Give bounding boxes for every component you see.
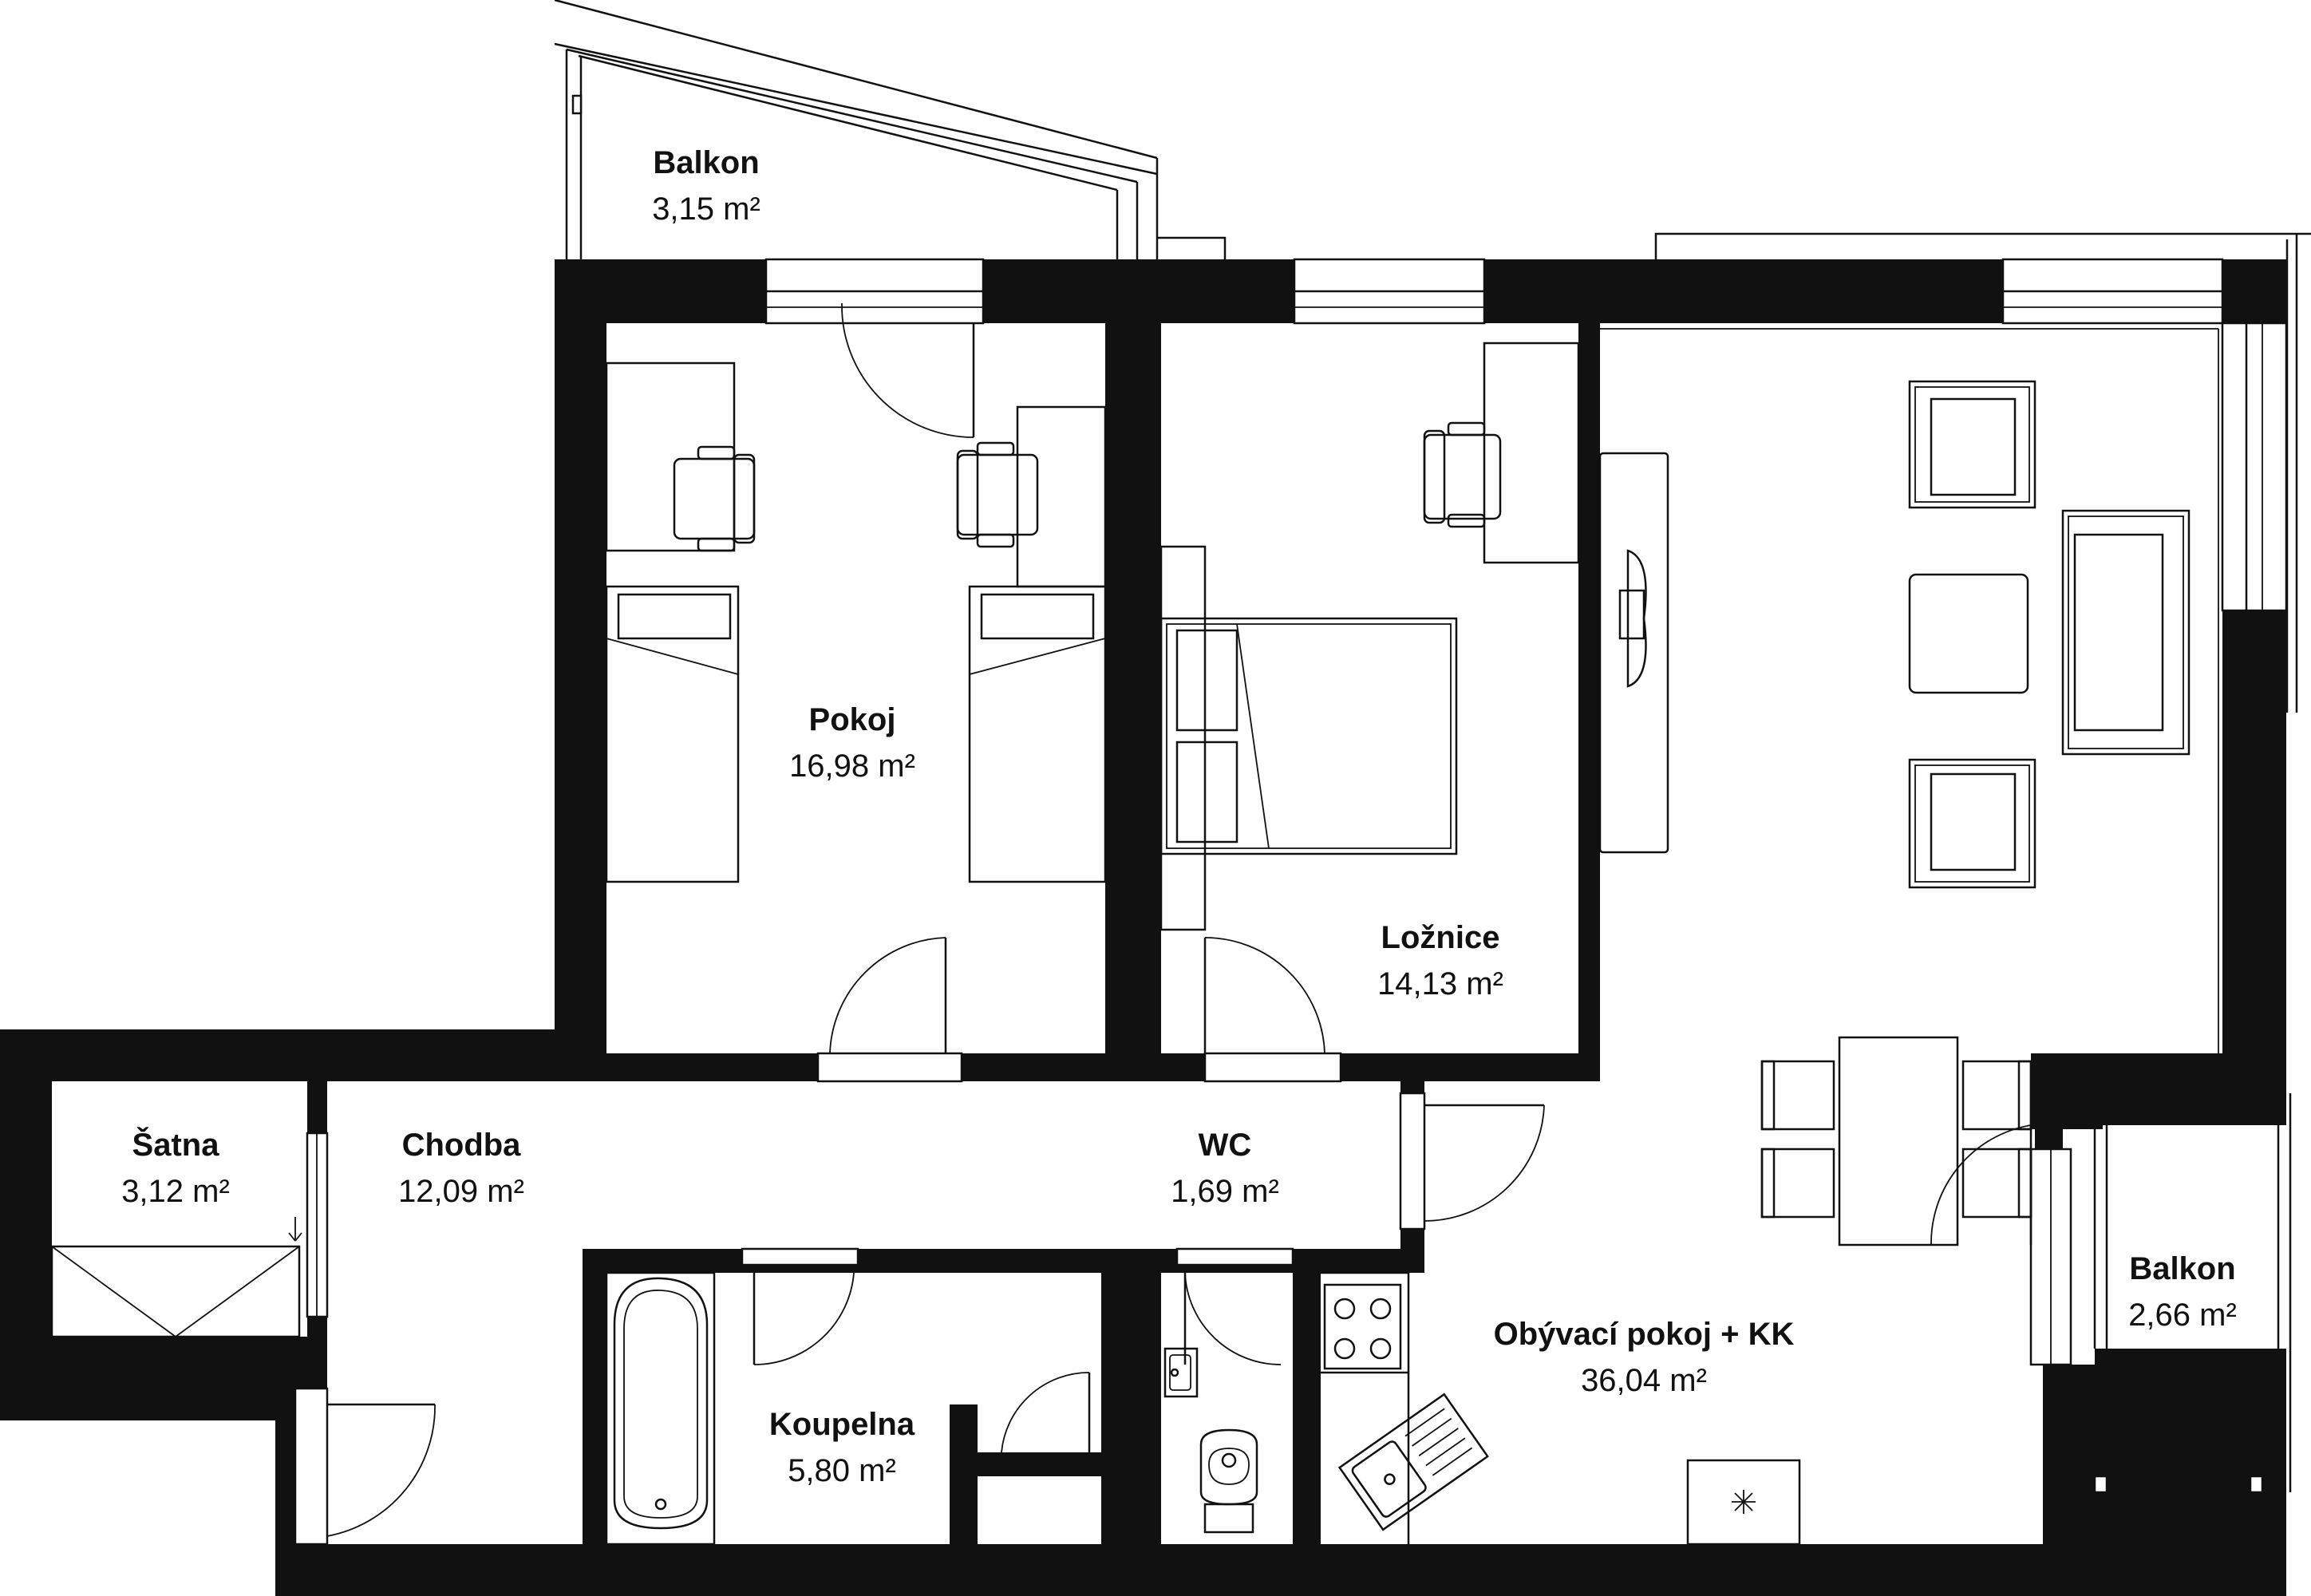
obyvaci-name: Obývací pokoj + KK bbox=[1494, 1317, 1795, 1352]
room-labels: Balkon 3,15 m² Pokoj 16,98 m² Ložnice 14… bbox=[121, 145, 2237, 1488]
balkon-right-name: Balkon bbox=[2129, 1251, 2235, 1286]
living-furniture bbox=[1321, 328, 2292, 1546]
satna-name: Šatna bbox=[132, 1126, 220, 1163]
chodba-area: 12,09 m² bbox=[398, 1174, 524, 1209]
koupelna-area: 5,80 m² bbox=[788, 1453, 896, 1488]
walls bbox=[0, 259, 2286, 1596]
wc-name: WC bbox=[1199, 1128, 1252, 1163]
balkon-top-area: 3,15 m² bbox=[652, 192, 760, 227]
loznice-area: 14,13 m² bbox=[1377, 966, 1503, 1001]
wc-area: 1,69 m² bbox=[1171, 1174, 1279, 1209]
balkon-top-name: Balkon bbox=[653, 145, 759, 180]
top-balcony-outline bbox=[554, 0, 1227, 259]
obyvaci-area: 36,04 m² bbox=[1581, 1363, 1707, 1398]
chodba-name: Chodba bbox=[402, 1128, 522, 1163]
doors bbox=[294, 302, 2032, 1546]
loznice-name: Ložnice bbox=[1381, 920, 1500, 955]
balkon-right-area: 2,66 m² bbox=[2128, 1298, 2237, 1333]
loznice-furniture bbox=[1159, 342, 1580, 931]
pokoj-name: Pokoj bbox=[809, 702, 896, 737]
pokoj-furniture bbox=[605, 361, 1107, 883]
pokoj-area: 16,98 m² bbox=[789, 749, 915, 784]
wet-room-furniture bbox=[50, 1217, 1258, 1546]
koupelna-name: Koupelna bbox=[769, 1407, 915, 1442]
satna-area: 3,12 m² bbox=[121, 1174, 230, 1209]
windows bbox=[764, 258, 2288, 1366]
